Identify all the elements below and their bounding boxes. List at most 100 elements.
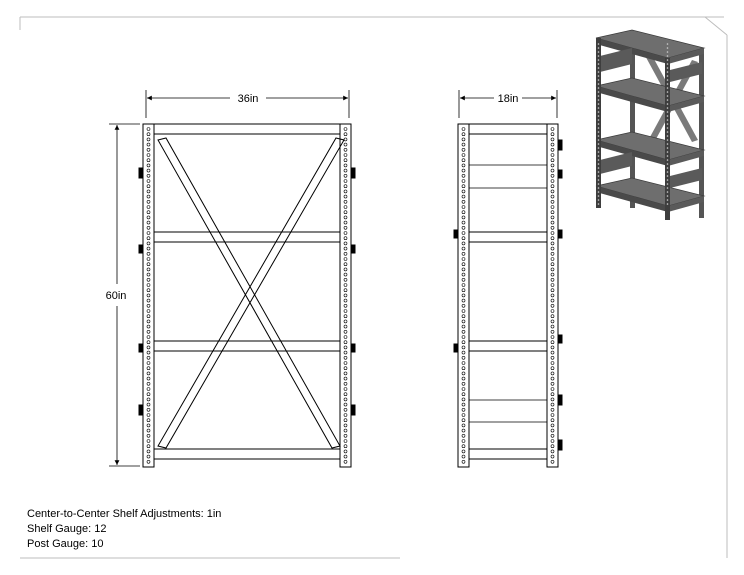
post-hole [461, 303, 466, 308]
post-hole [461, 262, 466, 267]
post-hole [461, 210, 466, 214]
post-hole [666, 123, 669, 125]
post-hole [461, 355, 466, 360]
post-hole [146, 231, 151, 235]
front-post-clips [138, 167, 356, 416]
post-hole [461, 236, 466, 240]
post-hole [461, 324, 466, 329]
post-hole [146, 148, 151, 152]
front-width-dimension [145, 90, 350, 118]
post-hole [597, 175, 600, 177]
post-hole [343, 220, 348, 225]
side-right-post [546, 123, 559, 468]
post-hole [343, 252, 348, 256]
post-hole [597, 91, 600, 93]
front-view [138, 123, 356, 468]
post-hole [146, 392, 151, 397]
post-hole [550, 142, 555, 147]
post-hole [343, 454, 348, 459]
post-hole [597, 167, 600, 169]
shelf-adjustment-spec: Center-to-Center Shelf Adjustments: 1in [27, 508, 222, 520]
post-hole [550, 148, 555, 152]
post-hole [666, 191, 669, 193]
post-hole [550, 402, 555, 407]
post-hole [550, 392, 555, 397]
post-hole [550, 262, 555, 267]
post-hole [666, 187, 669, 189]
post-hole [343, 361, 348, 365]
post-hole [666, 175, 669, 177]
shelf-gauge-spec: Shelf Gauge: 12 [27, 523, 107, 535]
post-hole [550, 184, 555, 188]
post-hole [343, 444, 348, 449]
post-hole [343, 381, 348, 386]
post-hole [666, 79, 669, 81]
post-hole [146, 454, 151, 459]
post-hole [461, 127, 466, 131]
post-hole [461, 283, 466, 287]
post-hole [550, 319, 555, 324]
post-hole [550, 205, 555, 209]
post-hole [343, 340, 348, 345]
post-hole [146, 179, 151, 183]
post-hole [146, 252, 151, 256]
post-hole [597, 71, 600, 73]
post-hole [461, 205, 466, 209]
post-hole [550, 194, 555, 199]
post-hole [550, 361, 555, 365]
post-hole [146, 413, 151, 417]
post-hole [666, 71, 669, 73]
post-hole [666, 183, 669, 185]
post-hole [550, 179, 555, 183]
side-horizontal-braces [469, 164, 547, 423]
post-hole [343, 179, 348, 183]
post-hole [146, 459, 151, 464]
post-hole [550, 397, 555, 402]
post-hole [666, 163, 669, 165]
post-hole [550, 350, 555, 355]
post-hole [146, 205, 151, 209]
post-hole [146, 449, 151, 454]
post-hole [461, 366, 466, 371]
front-right-post [339, 123, 352, 468]
post-hole [343, 215, 348, 220]
post-hole [550, 210, 555, 214]
post-hole [343, 298, 348, 303]
post-hole [461, 309, 466, 313]
post-hole [146, 418, 151, 423]
side-post-clips [453, 139, 563, 451]
post-hole [597, 191, 600, 193]
post-hole [146, 428, 151, 433]
post-hole [146, 366, 151, 371]
post-hole [146, 215, 151, 220]
post-hole [146, 142, 151, 147]
post-hole [597, 135, 600, 137]
post-hole [146, 257, 151, 261]
post-hole [666, 151, 669, 153]
post-hole [666, 159, 669, 161]
sheet-border [19, 16, 728, 559]
post-hole [550, 252, 555, 256]
post-hole [146, 163, 151, 168]
post-hole [597, 43, 600, 45]
post-hole [146, 127, 151, 131]
post-hole [597, 111, 600, 113]
post-hole [146, 319, 151, 324]
post-hole [146, 277, 151, 282]
front-shelves [153, 123, 341, 460]
post-hole [146, 246, 151, 251]
post-hole [146, 262, 151, 267]
post-hole [550, 283, 555, 287]
post-hole [666, 75, 669, 77]
post-hole [146, 200, 151, 204]
post-hole [461, 142, 466, 147]
post-hole [550, 309, 555, 313]
post-hole [146, 194, 151, 199]
side-depth-label: 18in [498, 93, 519, 105]
post-hole [597, 87, 600, 89]
post-hole [343, 303, 348, 308]
post-hole [146, 303, 151, 308]
post-hole [461, 272, 466, 277]
post-hole [461, 402, 466, 407]
height-label: 60in [106, 290, 127, 302]
